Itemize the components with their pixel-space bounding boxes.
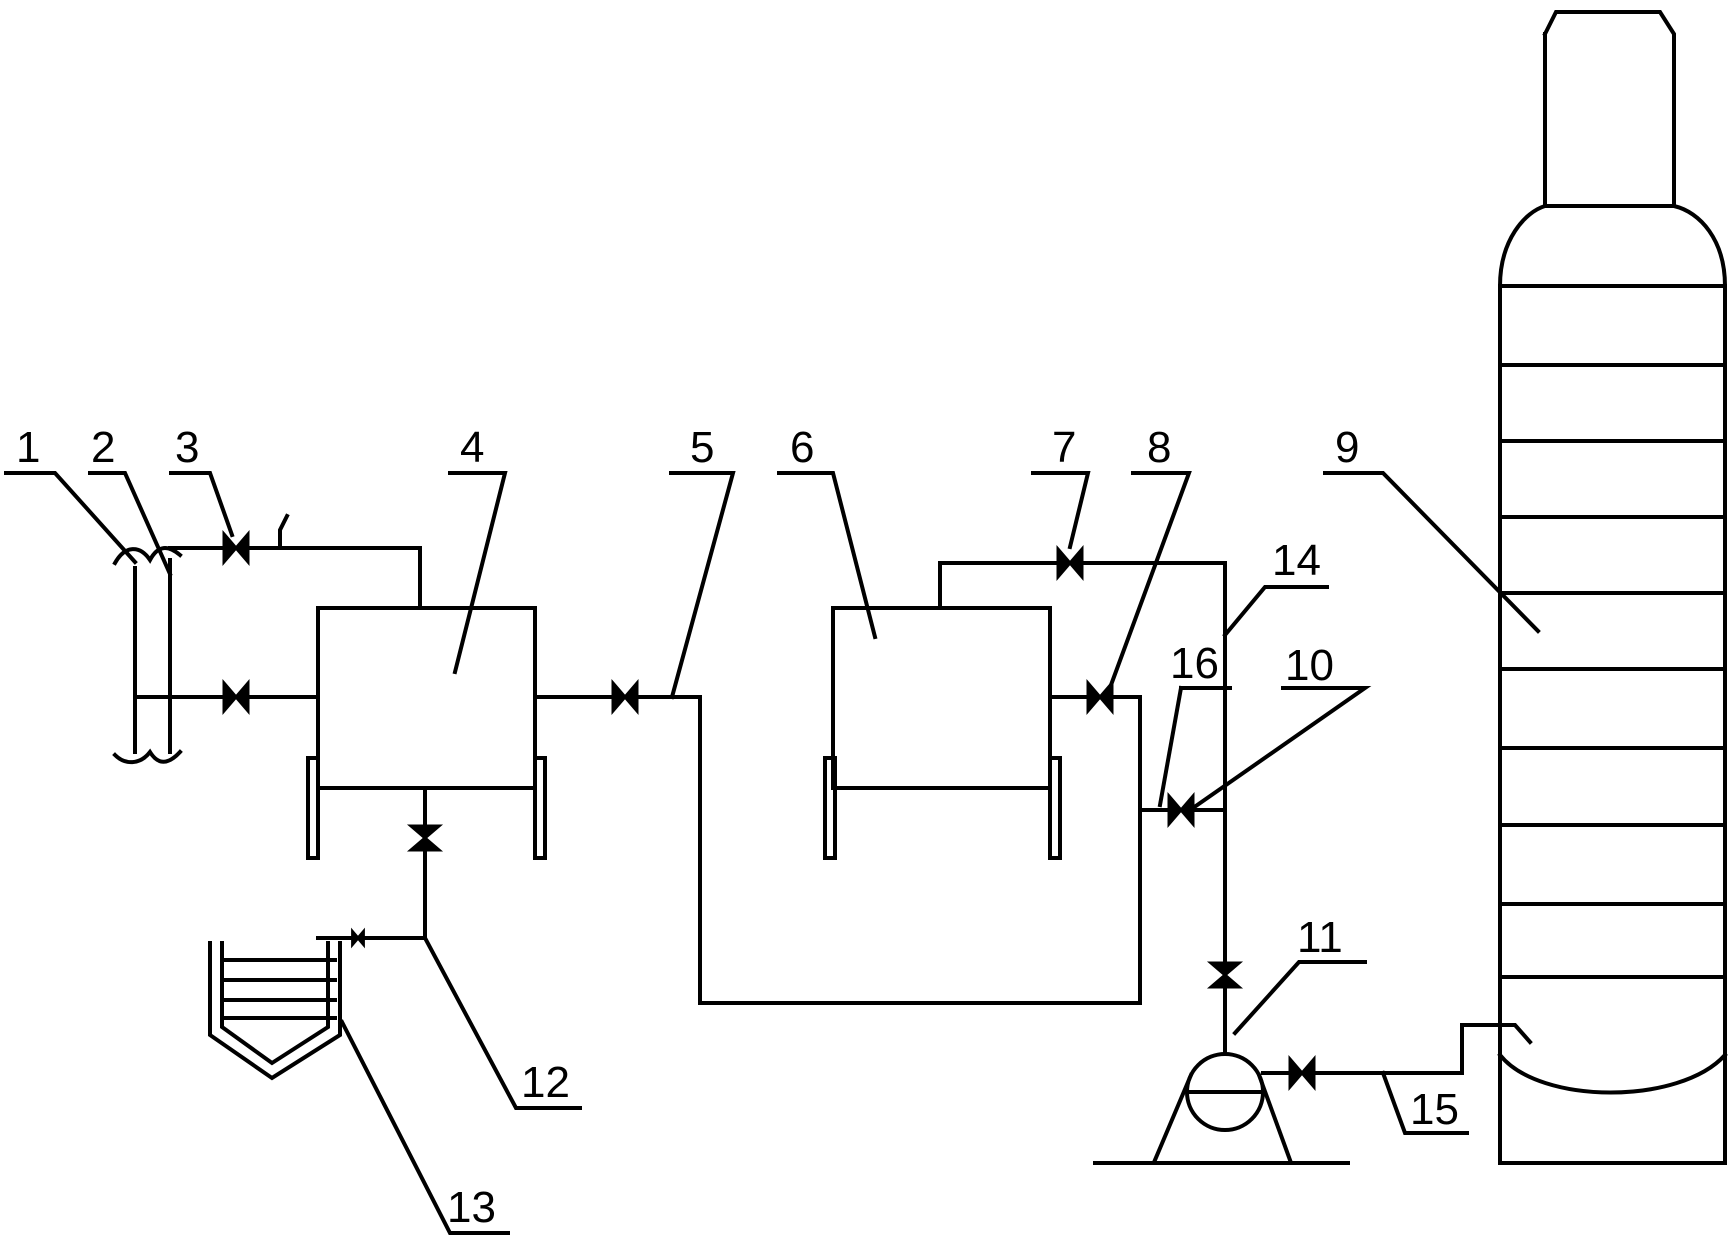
valve-symbol bbox=[1086, 678, 1114, 716]
callout-15: 15 bbox=[1410, 1085, 1459, 1134]
valve-symbol bbox=[611, 678, 639, 716]
valve-symbol bbox=[351, 927, 365, 949]
callout-labels: 1 2 3 4 5 6 7 8 9 10 11 12 13 14 15 16 bbox=[16, 423, 1459, 1232]
callout-6: 6 bbox=[790, 423, 814, 472]
tank-6 bbox=[823, 561, 1227, 860]
valve-symbol bbox=[1206, 961, 1244, 989]
valve-symbol bbox=[222, 529, 250, 567]
outlet-pipe-15 bbox=[1261, 1023, 1533, 1075]
valve-symbol bbox=[406, 824, 444, 852]
callout-16: 16 bbox=[1170, 639, 1219, 688]
drain-line bbox=[316, 786, 427, 940]
column-9 bbox=[1497, 10, 1728, 1165]
callout-4: 4 bbox=[460, 423, 484, 472]
callout-14: 14 bbox=[1272, 536, 1321, 585]
callout-1: 1 bbox=[16, 423, 40, 472]
callout-5: 5 bbox=[690, 423, 714, 472]
collector-13 bbox=[208, 941, 342, 1081]
valve-symbol bbox=[1167, 791, 1195, 829]
tank-4 bbox=[306, 606, 547, 860]
callout-2: 2 bbox=[91, 423, 115, 472]
pump-11 bbox=[1093, 1052, 1350, 1165]
valve-symbol bbox=[1056, 544, 1084, 582]
valve-symbol bbox=[1288, 1054, 1316, 1092]
callout-10: 10 bbox=[1285, 641, 1334, 690]
callout-13: 13 bbox=[447, 1183, 496, 1232]
callout-3: 3 bbox=[175, 423, 199, 472]
callout-8: 8 bbox=[1147, 423, 1171, 472]
connecting-pipe-5 bbox=[533, 695, 1142, 1005]
callout-9: 9 bbox=[1335, 423, 1359, 472]
callout-11: 11 bbox=[1297, 913, 1343, 962]
callout-7: 7 bbox=[1052, 423, 1076, 472]
valve-symbol bbox=[222, 678, 250, 716]
leader-lines bbox=[4, 471, 1541, 1235]
callout-12: 12 bbox=[521, 1058, 570, 1107]
